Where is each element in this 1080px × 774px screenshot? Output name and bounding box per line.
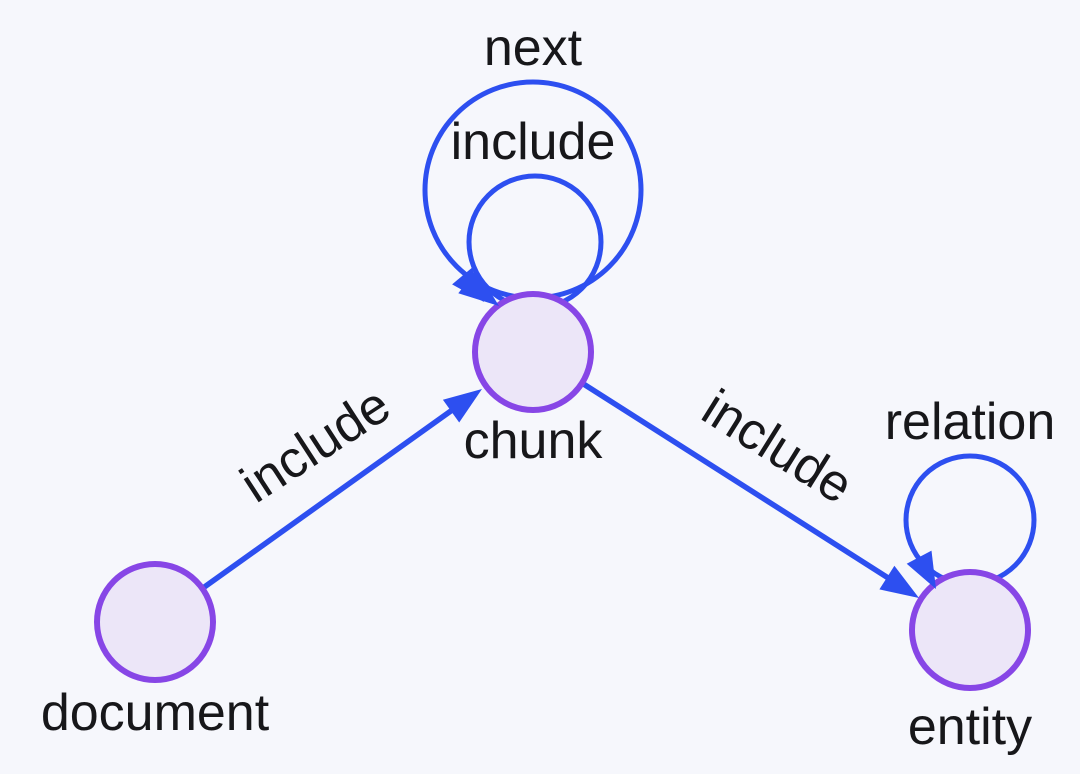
edge-chunk-entity-line bbox=[580, 380, 895, 584]
node-label-entity: entity bbox=[908, 698, 1032, 756]
node-document bbox=[94, 561, 216, 683]
node-label-chunk: chunk bbox=[464, 412, 604, 470]
node-chunk bbox=[472, 291, 594, 413]
edge-document-chunk bbox=[201, 400, 464, 591]
arrowhead-outer-loop-into-chunk bbox=[458, 269, 499, 306]
node-entity bbox=[909, 569, 1031, 691]
edge-label-relation: relation bbox=[885, 393, 1056, 451]
arrowhead-include-into-chunk bbox=[442, 389, 482, 423]
arrowhead-include-into-entity bbox=[879, 565, 919, 598]
edge-label-next: next bbox=[484, 19, 583, 77]
arrowhead-relation-loop-into-entity bbox=[906, 550, 936, 589]
edge-chunk-entity bbox=[580, 380, 895, 584]
edge-document-chunk-line bbox=[201, 400, 464, 591]
node-label-document: document bbox=[41, 684, 270, 742]
edge-label-include-chunk-loop: include bbox=[451, 113, 616, 171]
